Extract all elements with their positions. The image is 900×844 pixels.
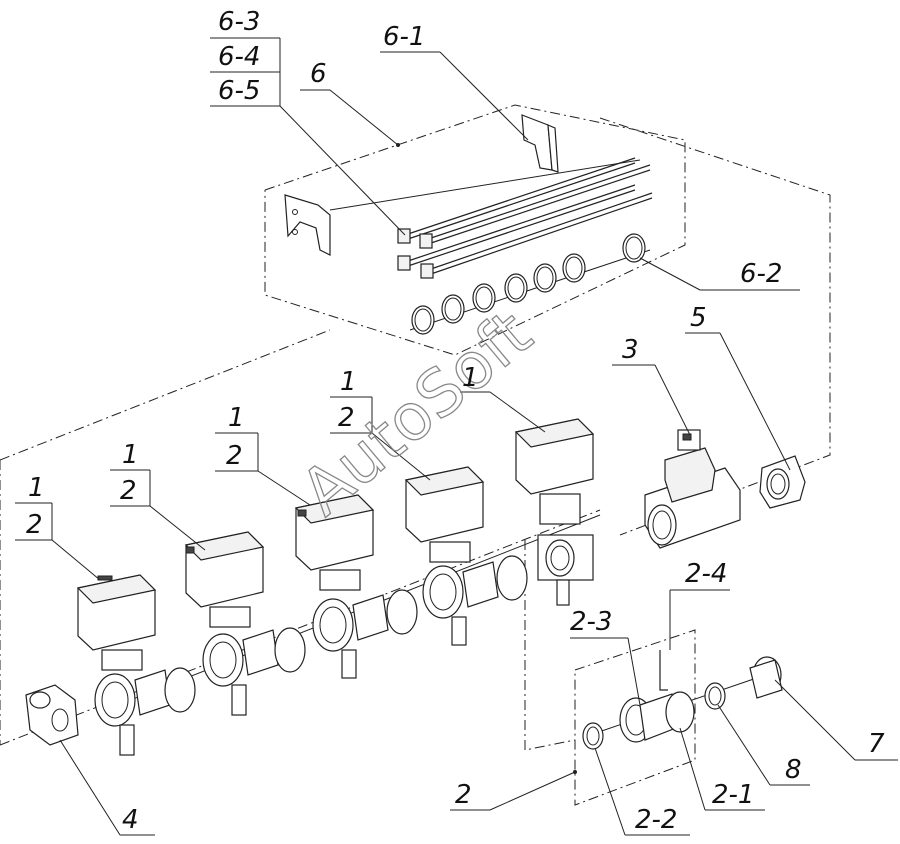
callout-6-2: 6-2 bbox=[740, 259, 782, 289]
callout-valve-c-2: 2 bbox=[226, 441, 243, 471]
callout-8: 8 bbox=[785, 755, 802, 785]
bracket-6-1 bbox=[521, 114, 559, 173]
bracket-left bbox=[284, 194, 331, 256]
callout-valve-d-2: 2 bbox=[338, 403, 355, 433]
valve-section-a bbox=[76, 574, 196, 756]
callout-6-5: 6-5 bbox=[218, 76, 260, 106]
callout-valve-c-1: 1 bbox=[228, 403, 245, 433]
callout-valve-a-2: 2 bbox=[26, 510, 43, 540]
callout-7: 7 bbox=[868, 729, 885, 759]
o-rings-6-2 bbox=[411, 233, 646, 335]
tubes-6-5 bbox=[397, 157, 653, 279]
flange-5 bbox=[759, 455, 806, 509]
assembly-2-parts bbox=[582, 650, 783, 750]
callout-2-4: 2-4 bbox=[685, 559, 727, 589]
callout-6: 6 bbox=[310, 59, 327, 89]
callout-5: 5 bbox=[690, 303, 707, 333]
frame-dot bbox=[573, 770, 577, 774]
valve-section-c bbox=[294, 494, 418, 679]
callout-6-3: 6-3 bbox=[218, 7, 260, 37]
callout-2-2: 2-2 bbox=[635, 805, 677, 835]
callout-valve-a-1: 1 bbox=[28, 473, 45, 503]
callout-valve-b-2: 2 bbox=[120, 476, 137, 506]
leader-lines bbox=[15, 37, 898, 836]
callout-2: 2 bbox=[455, 780, 472, 810]
callout-2-1: 2-1 bbox=[712, 780, 754, 810]
callout-3: 3 bbox=[622, 335, 639, 365]
callout-6-4: 6-4 bbox=[218, 42, 260, 72]
callout-6-1: 6-1 bbox=[383, 22, 425, 52]
frame-dot bbox=[396, 143, 400, 147]
valve-section-d bbox=[404, 466, 528, 646]
valve-section-b bbox=[184, 531, 306, 716]
callout-valve-b-1: 1 bbox=[122, 440, 139, 470]
callout-2-3: 2-3 bbox=[570, 607, 612, 637]
end-fitting-4 bbox=[25, 684, 79, 746]
callout-labels: 6-3 6-4 6-5 6 6-1 6-2 3 5 1 1 2 1 2 1 2 … bbox=[26, 7, 885, 835]
callout-4: 4 bbox=[122, 805, 139, 835]
valve-section-e bbox=[514, 418, 595, 606]
pressure-regulator-3 bbox=[644, 429, 741, 549]
callout-valve-d-1: 1 bbox=[340, 367, 357, 397]
callout-valve-e-1: 1 bbox=[462, 363, 479, 393]
